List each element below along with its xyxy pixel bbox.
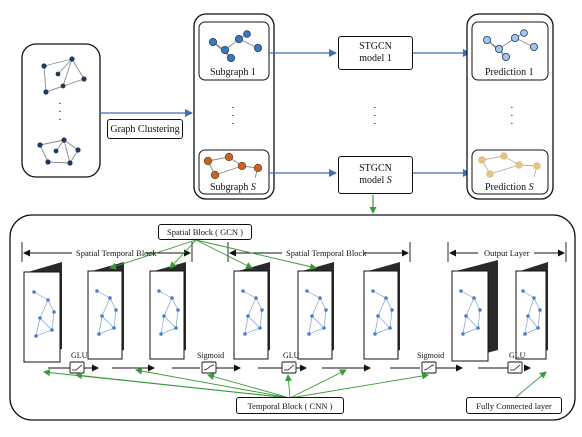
prediction-S-label: Prediction S (485, 183, 534, 193)
subgraph-1-label: Subgraph 1 (210, 67, 256, 78)
stgcn-ellipsis: · · · (373, 102, 377, 130)
slab-stb1-b (149, 262, 186, 360)
stgcn-model-S-line2-var: S (386, 175, 392, 186)
slab-stb2-b (297, 262, 334, 360)
sigmoid-label-1: Sigmoid (197, 351, 225, 360)
temporal-block-label: Temporal Block ( CNN ) (247, 400, 333, 411)
input-ellipsis: · · · (58, 98, 62, 126)
fully-connected-box: Fully Connected layer (466, 397, 562, 414)
input-graph-bottom-nodes (37, 137, 81, 166)
output-layer-label: Output Layer (484, 248, 530, 258)
spatial-block-label: Spatial Block ( GCN ) (166, 227, 244, 237)
subgraph-S-box (198, 149, 270, 195)
temporal-block-pointers (43, 367, 429, 399)
prediction-1-nodes (482, 29, 539, 62)
stgcn-model-S-box: STGCN model S (338, 156, 413, 194)
sigmoid-label-2: Sigmoid (417, 351, 445, 360)
graph-clustering-label: Graph Clustering (110, 123, 180, 135)
prediction-S-nodes (478, 152, 541, 178)
graph-clustering-box: Graph Clustering (107, 119, 183, 139)
prediction-ellipsis: · · · (510, 102, 514, 130)
fc-pointer (514, 371, 547, 399)
prediction-1-label: Prediction 1 (485, 67, 534, 78)
stgcn-model-S-line2-prefix: model (359, 175, 387, 186)
spatial-block-box: Spatial Block ( GCN ) (158, 224, 252, 240)
slab-output-a (451, 260, 498, 362)
stgcn-model-1-line1: STGCN (359, 41, 392, 52)
stb2-label: Spatial Temporal Block (286, 248, 367, 258)
stgcn-model-1-line2: model 1 (359, 53, 392, 64)
prediction-1-box (471, 21, 549, 81)
slab-output-b (515, 262, 548, 360)
input-graph-top-nodes (41, 56, 87, 95)
subgraph-S-label: Subgraph S (210, 183, 256, 193)
glu-label-1: GLU (71, 351, 88, 360)
subgraph-1-box (198, 21, 270, 81)
subgraph-S-label-prefix: Subgraph (210, 182, 251, 193)
fully-connected-label: Fully Connected layer (476, 400, 552, 411)
subgraph-1-nodes (208, 30, 262, 63)
prediction-S-label-prefix: Prediction (485, 182, 529, 193)
stgcn-model-S-line1: STGCN (359, 163, 392, 174)
stgcn-model-S-line2: model S (359, 175, 392, 187)
stgcn-model-1-box: STGCN model 1 (338, 36, 413, 70)
subgraph-ellipsis: · · · (231, 102, 235, 130)
dimension-lines (21, 242, 567, 262)
stb1-label: Spatial Temporal Block (76, 248, 157, 258)
activation-glyphs (72, 364, 521, 371)
slab-stb1-a (87, 262, 124, 360)
prediction-S-box (471, 149, 549, 195)
slab-stb2-a (233, 262, 270, 360)
temporal-block-box: Temporal Block ( CNN ) (236, 397, 344, 414)
prediction-S-label-var: S (528, 182, 534, 193)
slab-stb2-c (363, 262, 400, 360)
glu-label-3: GLU (509, 351, 526, 360)
subgraph-S-nodes (203, 152, 263, 180)
slab-graph-nodes (32, 289, 542, 338)
subgraph-S-label-var: S (250, 182, 256, 193)
spatial-block-pointers (109, 239, 317, 271)
glu-label-2: GLU (283, 351, 300, 360)
